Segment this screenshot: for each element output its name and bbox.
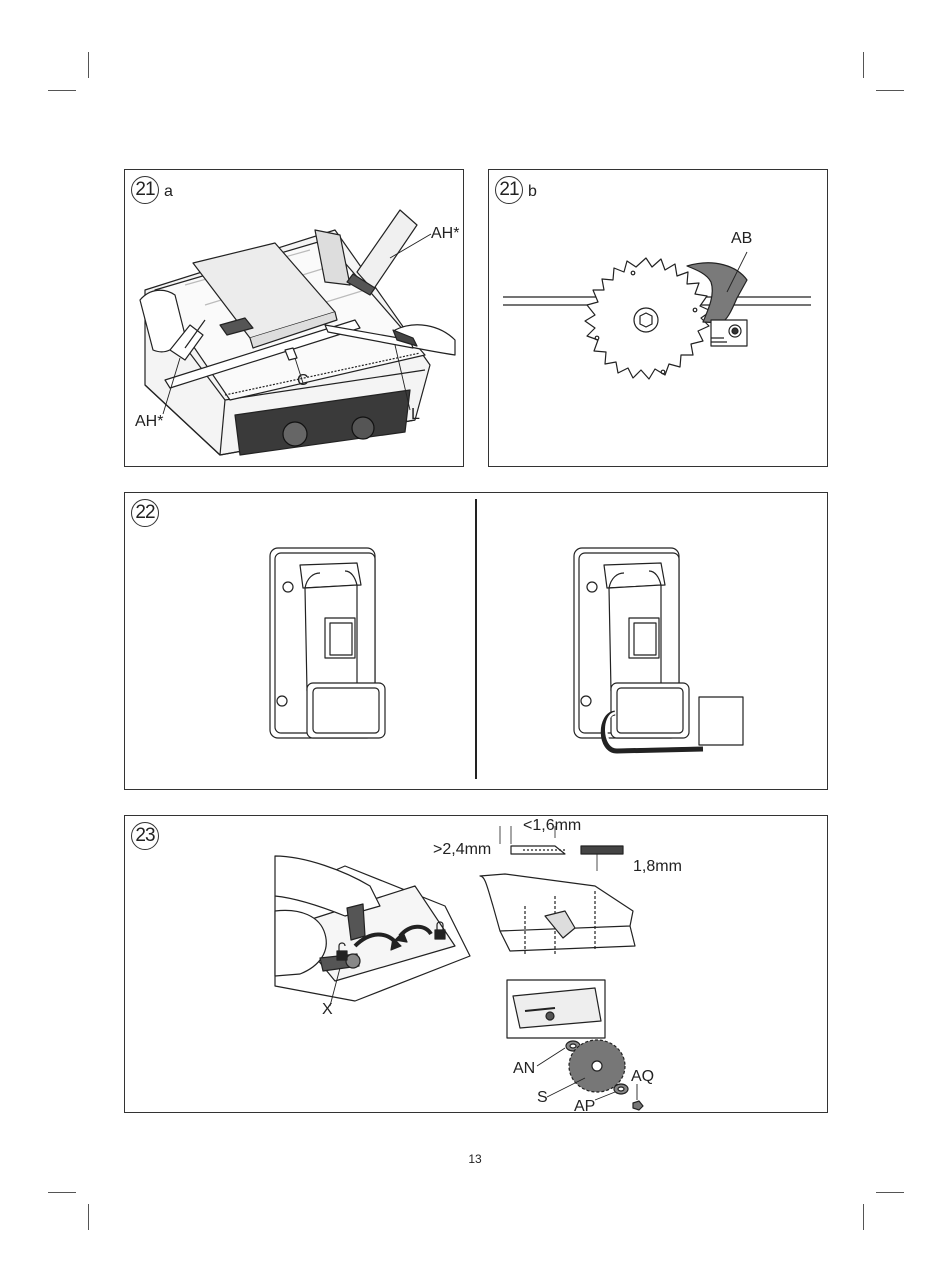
callout-ah-top: AH* bbox=[431, 225, 460, 242]
callout-dim-18: 1,8mm bbox=[633, 858, 682, 875]
figure-22: 22 bbox=[124, 492, 828, 790]
riving-knife-gauge bbox=[479, 826, 636, 956]
figure-23: 23 <1,6mm >2,4mm 1,8mm X AN S AP AQ bbox=[124, 815, 828, 1113]
figure-sublabel: b bbox=[528, 183, 537, 200]
crop-mark-bl-v bbox=[88, 1204, 89, 1230]
figure-21a: 21 a AH* AH* C L bbox=[124, 169, 464, 467]
figure-number: 21 bbox=[131, 176, 159, 204]
figure-number: 22 bbox=[131, 499, 159, 527]
flange-ap bbox=[613, 1083, 629, 1095]
figure-sublabel: a bbox=[164, 183, 173, 200]
callout-aq: AQ bbox=[631, 1068, 655, 1085]
saw-blade-icon bbox=[584, 257, 712, 380]
crop-mark-tr-v bbox=[863, 52, 864, 78]
figure-21b: 21 b AB bbox=[488, 169, 828, 467]
figure-number: 23 bbox=[131, 822, 159, 850]
riving-knife-icon bbox=[686, 262, 748, 347]
callout-x: X bbox=[322, 1001, 333, 1018]
crop-mark-br-v bbox=[863, 1204, 864, 1230]
figure-number: 21 bbox=[495, 176, 523, 204]
lock-icon bbox=[434, 921, 446, 940]
switch-locked bbox=[573, 547, 744, 754]
crop-mark-bl-h bbox=[48, 1192, 76, 1193]
callout-ap: AP bbox=[574, 1098, 596, 1113]
callout-an: AN bbox=[513, 1060, 536, 1077]
switch-guard-drawing bbox=[269, 499, 744, 779]
callout-s: S bbox=[537, 1089, 548, 1106]
saw-blade-icon bbox=[568, 1039, 626, 1093]
crop-mark-tl-h bbox=[48, 90, 76, 91]
blade-change-drawing bbox=[274, 826, 644, 1111]
crop-mark-br-h bbox=[876, 1192, 904, 1193]
padlock-icon bbox=[600, 696, 744, 754]
callout-l: L bbox=[411, 406, 420, 423]
callout-c: C bbox=[297, 372, 309, 389]
unlock-icon bbox=[336, 942, 348, 961]
callout-ah-bottom: AH* bbox=[135, 413, 164, 430]
wrench-scene bbox=[274, 855, 471, 1007]
blade-and-riving-knife-drawing bbox=[503, 251, 811, 380]
callout-dim-24: >2,4mm bbox=[433, 841, 492, 858]
table-saw-drawing bbox=[139, 209, 456, 456]
crop-mark-tr-h bbox=[876, 90, 904, 91]
nut-aq bbox=[632, 1100, 644, 1111]
page-number: 13 bbox=[468, 1152, 482, 1166]
callout-ab: AB bbox=[731, 230, 753, 247]
switch-unlocked bbox=[269, 547, 386, 739]
crop-mark-tl-v bbox=[88, 52, 89, 78]
callout-dim-16: <1,6mm bbox=[523, 817, 582, 834]
